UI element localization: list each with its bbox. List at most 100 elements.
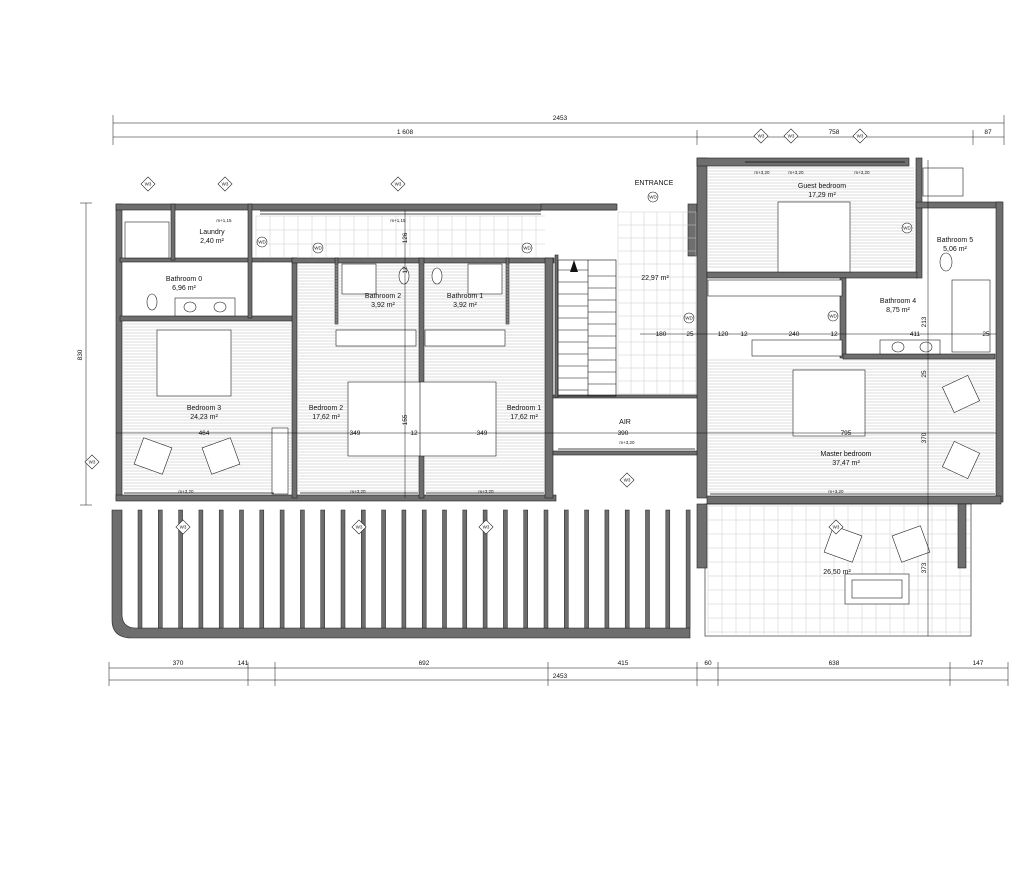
window-tag: W3 bbox=[478, 519, 494, 535]
inner-dim: 12 bbox=[410, 430, 418, 437]
svg-text:WD: WD bbox=[258, 240, 266, 245]
svg-text:WD: WD bbox=[903, 226, 911, 231]
bottom-dim-5: 60 bbox=[704, 660, 712, 667]
window-tag: W3 bbox=[783, 128, 799, 144]
side-height-dim: 830 bbox=[77, 349, 84, 360]
bottom-dim-3: 692 bbox=[419, 660, 430, 667]
window-tag: W3 bbox=[852, 128, 868, 144]
window-tag: W3 bbox=[175, 519, 191, 535]
room-area-bedroom2: 17,62 m² bbox=[312, 414, 340, 421]
bed-guest bbox=[777, 201, 851, 273]
room-area-bedroom1: 17,62 m² bbox=[510, 414, 538, 421]
svg-text:W3: W3 bbox=[624, 478, 631, 483]
room-area-bathroom2: 3,92 m² bbox=[371, 302, 395, 309]
height-tag: m+3,20 bbox=[350, 489, 366, 494]
room-area-bathroom4: 8,75 m² bbox=[886, 307, 910, 314]
stair bbox=[557, 259, 617, 397]
svg-text:W3: W3 bbox=[89, 460, 96, 465]
bottom-dimension-lines: 370 141 692 415 60 638 147 2453 bbox=[108, 660, 1009, 686]
room-area-terrace: 26,50 m² bbox=[823, 569, 851, 576]
bottom-dim-7: 147 bbox=[973, 660, 984, 667]
left-dimension: 830 bbox=[77, 202, 92, 506]
bed-bedroom3 bbox=[156, 329, 232, 397]
window-tag: W3 bbox=[351, 519, 367, 535]
svg-text:W3: W3 bbox=[833, 525, 840, 530]
height-tag: m+3,20 bbox=[754, 170, 770, 175]
door-tag: WD bbox=[647, 191, 659, 203]
inner-dim: 390 bbox=[618, 430, 629, 437]
window-tag: W3 bbox=[619, 472, 635, 488]
inner-dim: 12 bbox=[740, 331, 748, 338]
room-labels: Laundry 2,40 m² Bathroom 0 6,96 m² Bathr… bbox=[166, 180, 973, 576]
room-area-guest: 17,29 m² bbox=[808, 192, 836, 199]
inner-dim: 213 bbox=[921, 316, 928, 327]
room-area-hall: 22,97 m² bbox=[641, 275, 669, 282]
room-name-bathroom0: Bathroom 0 bbox=[166, 276, 202, 283]
door-tag: WD bbox=[256, 236, 268, 248]
inner-dim: 411 bbox=[910, 331, 921, 338]
top-dim-2: 758 bbox=[829, 129, 840, 136]
room-name-bathroom2: Bathroom 2 bbox=[365, 293, 401, 300]
inner-dim: 370 bbox=[921, 432, 928, 443]
room-area-bathroom0: 6,96 m² bbox=[172, 285, 196, 292]
svg-text:W3: W3 bbox=[857, 134, 864, 139]
inner-dim: 12 bbox=[830, 331, 838, 338]
svg-text:WD: WD bbox=[314, 246, 322, 251]
tags: W3 W3 W3 W3 W3 W3 W3 W3 bbox=[84, 128, 913, 535]
inner-dim: 795 bbox=[841, 430, 852, 437]
height-tag: m+3,20 bbox=[828, 489, 844, 494]
pergola bbox=[111, 503, 972, 639]
svg-text:WD: WD bbox=[685, 316, 693, 321]
svg-text:W3: W3 bbox=[356, 525, 363, 530]
inner-dim: 464 bbox=[199, 430, 210, 437]
height-tag: m+3,20 bbox=[478, 489, 494, 494]
bottom-dim-4: 415 bbox=[618, 660, 629, 667]
door-tag: WD bbox=[827, 310, 839, 322]
overall-bottom-dim: 2453 bbox=[553, 673, 568, 680]
room-name-bedroom1: Bedroom 1 bbox=[507, 405, 541, 412]
room-name-bedroom2: Bedroom 2 bbox=[309, 405, 343, 412]
top-dim-1: 1 608 bbox=[397, 129, 414, 136]
furniture bbox=[124, 167, 991, 605]
height-tag: m+3,20 bbox=[178, 489, 194, 494]
window-tag: W3 bbox=[390, 176, 406, 192]
svg-text:W3: W3 bbox=[788, 134, 795, 139]
svg-text:W3: W3 bbox=[483, 525, 490, 530]
inner-dim: 25 bbox=[982, 331, 990, 338]
overall-top-dim: 2453 bbox=[553, 115, 568, 122]
room-area-laundry: 2,40 m² bbox=[200, 238, 224, 245]
height-tag: m+1,15 bbox=[216, 218, 232, 223]
height-tag: m+1,15 bbox=[390, 218, 406, 223]
svg-text:WD: WD bbox=[649, 195, 657, 200]
height-tag: m+3,20 bbox=[854, 170, 870, 175]
inner-dim: 349 bbox=[477, 430, 488, 437]
door-tag: WD bbox=[901, 222, 913, 234]
room-name-bathroom5: Bathroom 5 bbox=[937, 237, 973, 244]
window-tag: W3 bbox=[140, 176, 156, 192]
svg-text:W3: W3 bbox=[145, 182, 152, 187]
entrance-label: ENTRANCE bbox=[635, 180, 674, 187]
inner-dim: 120 bbox=[718, 331, 729, 338]
room-name-bathroom4: Bathroom 4 bbox=[880, 298, 916, 305]
room-name-laundry: Laundry bbox=[199, 229, 225, 236]
svg-text:W3: W3 bbox=[222, 182, 229, 187]
svg-text:W3: W3 bbox=[180, 525, 187, 530]
top-dim-3: 87 bbox=[984, 129, 992, 136]
bed-bedroom1-2 bbox=[347, 381, 497, 457]
top-dimension-lines: 2453 1 608 758 87 bbox=[112, 115, 1005, 145]
inner-dim: 155 bbox=[402, 414, 409, 425]
tile-grid bbox=[255, 211, 970, 634]
door-tag: WD bbox=[683, 312, 695, 324]
height-tag: m+3,20 bbox=[619, 440, 635, 445]
height-tag: m+3,20 bbox=[788, 170, 804, 175]
inner-dim: 349 bbox=[350, 430, 361, 437]
inner-dim: 25 bbox=[921, 370, 928, 378]
height-annotations: m+3,20 m+3,20 m+3,20 m+3,20 m+3,20 m+3,2… bbox=[178, 170, 870, 494]
room-name-bathroom1: Bathroom 1 bbox=[447, 293, 483, 300]
room-name-bedroom3: Bedroom 3 bbox=[187, 405, 221, 412]
svg-text:WD: WD bbox=[829, 314, 837, 319]
room-area-bathroom5: 5,06 m² bbox=[943, 246, 967, 253]
inner-dim: 25 bbox=[686, 331, 694, 338]
room-area-bathroom1: 3,92 m² bbox=[453, 302, 477, 309]
